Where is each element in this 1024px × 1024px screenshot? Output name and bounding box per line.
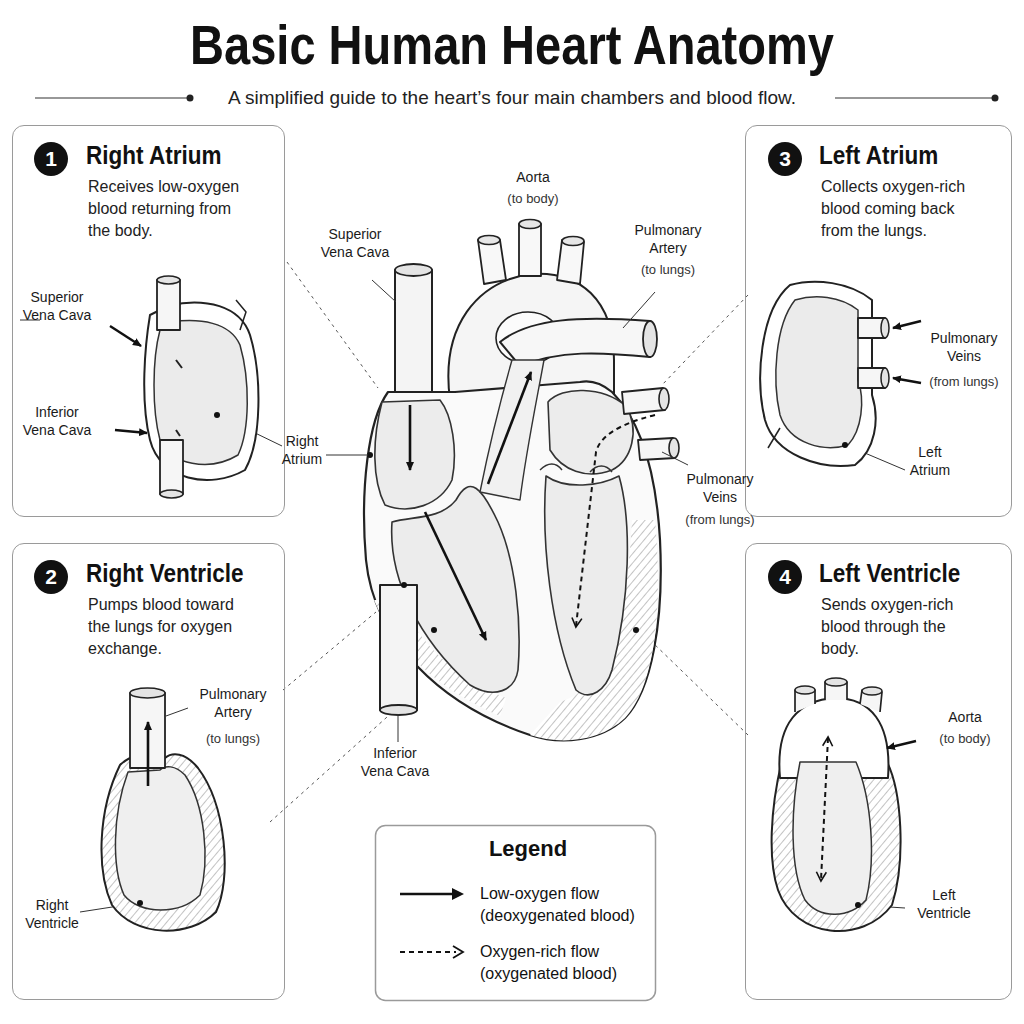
- callout-number-badge: 1: [34, 142, 68, 176]
- callout-number-badge: 2: [34, 560, 68, 594]
- part-label: Aorta: [488, 168, 578, 186]
- legend-line-sample: [396, 884, 468, 904]
- part-label: Aorta: [920, 708, 1010, 726]
- part-label: Pulmonary Artery: [628, 221, 708, 257]
- legend-arrowhead: [452, 888, 464, 900]
- page-title: Basic Human Heart Anatomy: [82, 12, 942, 78]
- legend-heading: Legend: [478, 836, 578, 862]
- page-caption: A simplified guide to the heart’s four m…: [200, 86, 824, 110]
- panel-description: Collects oxygen-rich blood coming back f…: [821, 176, 986, 242]
- callout-number: 1: [34, 142, 68, 176]
- direction-note: (to lungs): [623, 261, 713, 278]
- part-label: Inferior Vena Cava: [357, 744, 433, 780]
- callout-number: 3: [768, 142, 802, 176]
- legend-text: Low-oxygen flow (deoxygenated blood): [480, 883, 655, 927]
- panel-description: Receives low-oxygen blood returning from…: [88, 176, 253, 242]
- chamber-panel: Left AtriumCollects oxygen-rich blood co…: [745, 125, 1012, 517]
- part-label: Inferior Vena Cava: [19, 403, 95, 439]
- direction-note: (from lungs): [672, 511, 768, 528]
- panel-description: Sends oxygen-rich blood through the body…: [821, 594, 961, 660]
- part-label: Pulmonary Artery: [193, 685, 273, 721]
- callout-number-badge: 3: [768, 142, 802, 176]
- right-ventricle-inset: [102, 688, 225, 931]
- part-label: Left Atrium: [900, 443, 960, 479]
- legend-line: [400, 951, 456, 953]
- chamber-panel: Left VentricleSends oxygen-rich blood th…: [745, 543, 1012, 1000]
- left-ventricle-inset: [772, 678, 916, 931]
- direction-note: (from lungs): [916, 373, 1012, 390]
- guide-line: [270, 262, 748, 822]
- direction-note: (to lungs): [188, 730, 278, 747]
- part-label: Left Ventricle: [909, 886, 979, 922]
- panel-description: Pumps blood toward the lungs for oxygen …: [88, 594, 253, 660]
- legend-arrowhead: [453, 946, 463, 958]
- panel-heading: Right Atrium: [86, 140, 221, 170]
- right-atrium-inset: [110, 276, 258, 498]
- part-label: Superior Vena Cava: [19, 288, 95, 324]
- legend-line-sample: [396, 942, 468, 962]
- panel-heading: Left Ventricle: [819, 558, 960, 588]
- part-label: Superior Vena Cava: [317, 225, 393, 261]
- panel-heading: Right Ventricle: [86, 558, 244, 588]
- part-label: Pulmonary Veins: [680, 470, 760, 506]
- legend-text: Oxygen-rich flow (oxygenated blood): [480, 941, 655, 985]
- left-atrium-inset: [760, 282, 921, 466]
- legend-frame: [376, 826, 656, 1001]
- callout-number: 4: [768, 560, 802, 594]
- part-label: Right Ventricle: [17, 896, 87, 932]
- callout-number-badge: 4: [768, 560, 802, 594]
- central-heart: [364, 220, 679, 741]
- part-label: Right Atrium: [267, 432, 337, 468]
- chamber-panel: Right VentriclePumps blood toward the lu…: [12, 543, 285, 1000]
- panel-heading: Left Atrium: [819, 140, 938, 170]
- part-label: Pulmonary Veins: [924, 329, 1004, 365]
- legend-line: [400, 893, 456, 896]
- direction-note: (to body): [488, 190, 578, 207]
- callout-number: 2: [34, 560, 68, 594]
- direction-note: (to body): [920, 730, 1010, 747]
